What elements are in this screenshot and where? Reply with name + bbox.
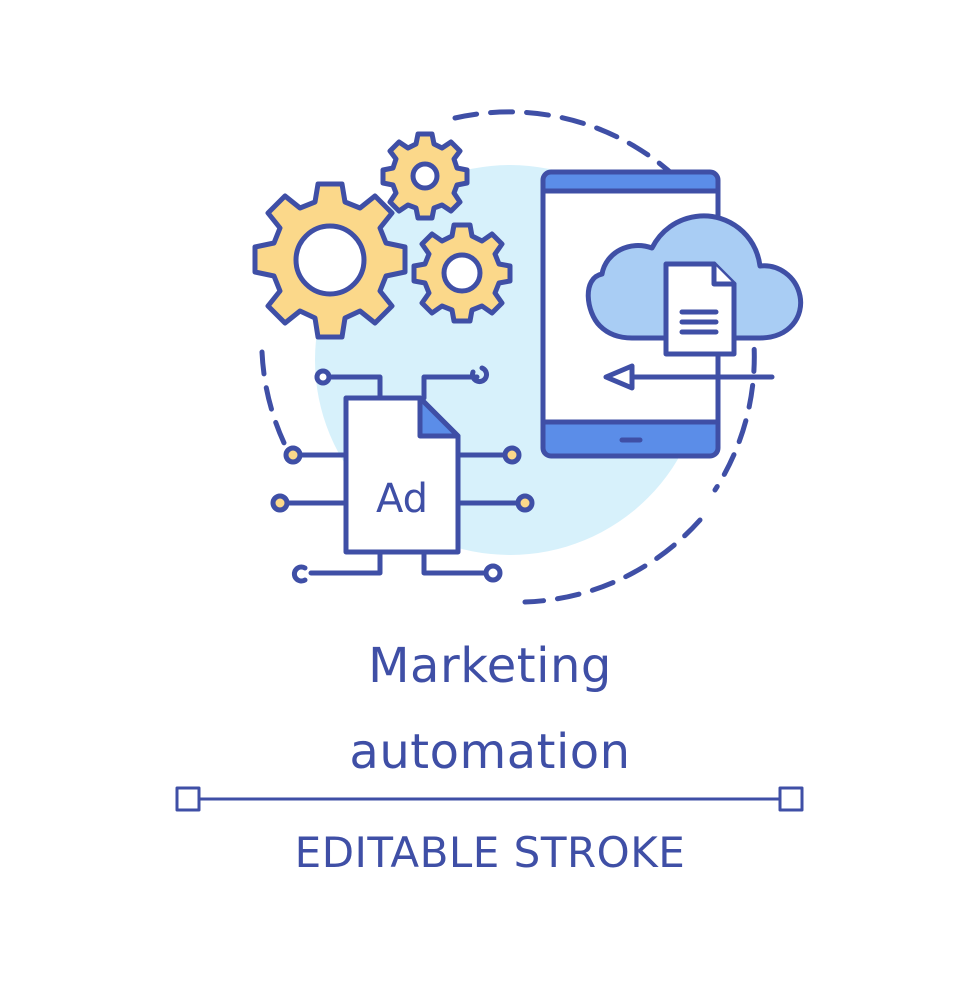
ad-chip-icon: Ad xyxy=(270,365,535,584)
title-line-1: Marketing xyxy=(368,638,612,694)
document-icon xyxy=(663,261,737,357)
editable-stroke-bar xyxy=(175,786,804,812)
large-gear-icon xyxy=(252,181,408,340)
title-line-2: automation xyxy=(349,724,631,780)
arrow-left-icon xyxy=(603,363,775,391)
medium-gear-icon xyxy=(411,222,513,324)
bar-handle-left xyxy=(175,786,201,812)
ad-label: Ad xyxy=(376,476,428,522)
small-gear-icon xyxy=(380,131,470,221)
dashed-ring-left xyxy=(259,349,288,448)
gears-icon xyxy=(252,131,513,340)
editable-stroke-caption: EDITABLE STROKE xyxy=(294,828,686,877)
bar-handle-right xyxy=(778,786,804,812)
